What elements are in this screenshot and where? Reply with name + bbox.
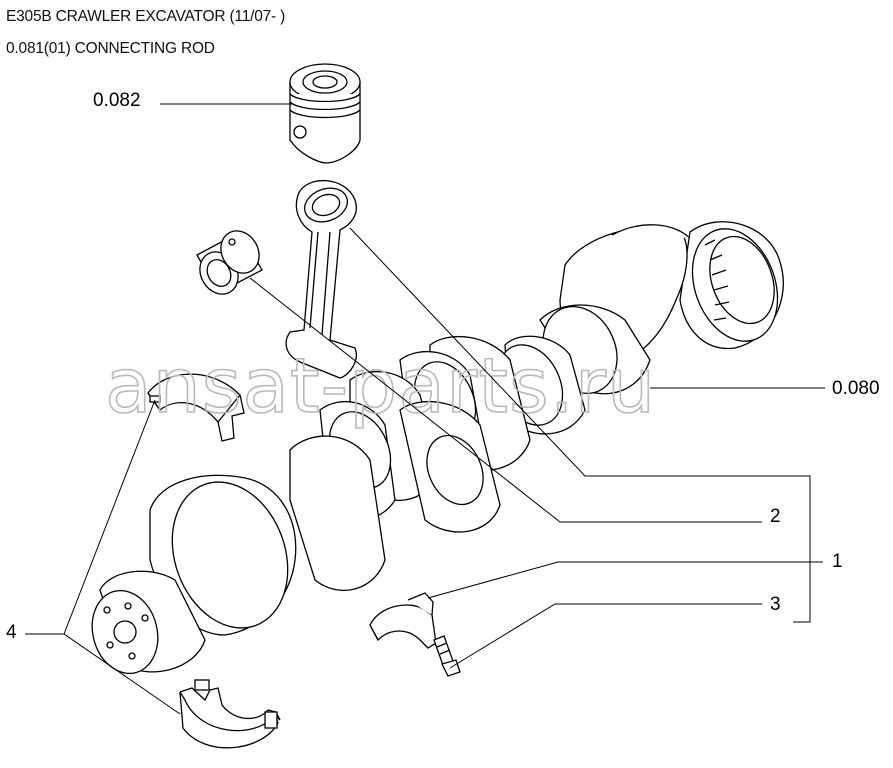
crankshaft[interactable] — [83, 217, 792, 681]
rod-bolt[interactable] — [433, 635, 461, 677]
callout-crankshaft[interactable]: 0.080 — [832, 378, 880, 399]
watermark-text: ansat-parts.ru — [105, 341, 656, 430]
callout-bearing-shells[interactable]: 4 — [6, 622, 17, 643]
callout-rod-bolt[interactable]: 3 — [770, 594, 781, 615]
rod-cap[interactable] — [369, 592, 437, 649]
page-title: E305B CRAWLER EXCAVATOR (11/07- ) — [6, 8, 286, 25]
upper-bearing-shell[interactable] — [147, 373, 245, 442]
leader-lines — [25, 103, 825, 715]
page-subtitle: 0.081(01) CONNECTING ROD — [6, 40, 215, 57]
piston[interactable] — [289, 63, 361, 164]
connecting-rod[interactable] — [285, 179, 357, 379]
callout-small-end-bushing[interactable]: 2 — [770, 506, 781, 527]
callout-connecting-rod[interactable]: 1 — [832, 551, 843, 572]
callout-piston[interactable]: 0.082 — [93, 90, 141, 111]
piston-pin[interactable] — [192, 224, 266, 301]
lower-bearing-shell[interactable] — [179, 679, 281, 749]
